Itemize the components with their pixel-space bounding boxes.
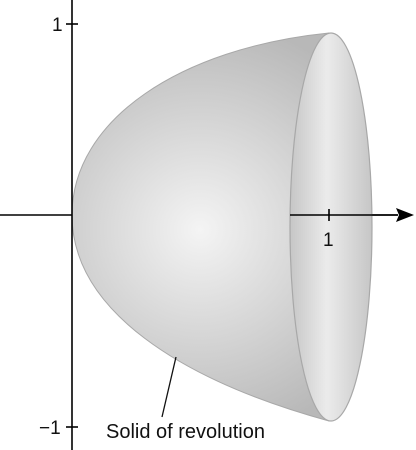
x-axis-arrowhead	[396, 208, 414, 222]
open-end-face	[289, 32, 373, 422]
y-tick-label-1: 1	[52, 15, 63, 36]
caption-solid-of-revolution: Solid of revolution	[106, 421, 265, 443]
y-tick-label-minus-1: −1	[39, 418, 61, 439]
caption-leader-line	[161, 356, 177, 418]
x-tick-label-1: 1	[323, 230, 334, 251]
